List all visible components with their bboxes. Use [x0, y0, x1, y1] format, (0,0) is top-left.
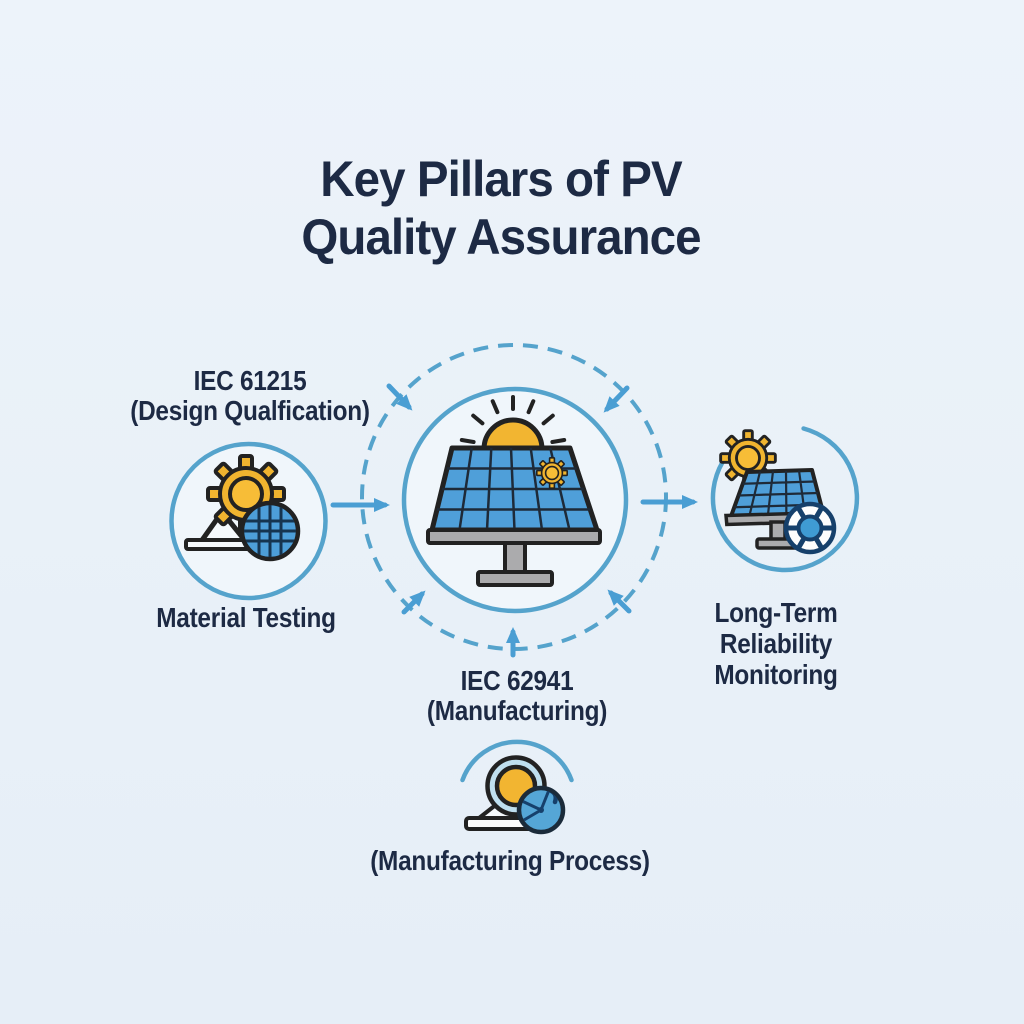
- right-caption-line-1: Long-Term: [714, 597, 838, 628]
- sun-gear-easel-solar-cell-icon: [169, 441, 328, 601]
- bottom-icon-arc: [460, 739, 574, 783]
- arrow-orbit-top-left: [386, 383, 413, 411]
- right-icon-arc: [710, 426, 860, 573]
- left-pillar-caption: Material Testing: [116, 602, 377, 633]
- wheel-icon: [783, 501, 837, 555]
- title-line-2: Quality Assurance: [301, 209, 701, 265]
- bottom-pillar-label: IEC 62941 (Manufacturing): [387, 666, 648, 726]
- left-standard: IEC 61215: [193, 365, 307, 396]
- panel-grid: [437, 447, 591, 531]
- panel-grid: [734, 470, 822, 519]
- arrow-orbit-bottom-right: [607, 589, 632, 614]
- right-caption-line-2: Reliability: [719, 628, 833, 659]
- roller-machine-gauge-icon: [460, 739, 574, 835]
- right-pillar-caption: Long-Term Reliability Monitoring: [646, 597, 907, 690]
- globe-grid: [244, 505, 296, 557]
- gear-icon: [535, 456, 569, 490]
- bottom-scope: (Manufacturing): [426, 695, 608, 726]
- arrow-orbit-top-right: [603, 385, 630, 413]
- sun-gear-solar-panel-monitor-wheel-icon: [710, 426, 860, 573]
- arrow-orbit-bottom-left: [401, 590, 426, 615]
- solar-panel-rising-sun-icon: [426, 395, 602, 587]
- gauge-pivot: [538, 807, 544, 813]
- bottom-pillar-caption: (Manufacturing Process): [353, 845, 666, 876]
- bottom-standard: IEC 62941: [460, 665, 574, 696]
- right-caption-line-3: Monitoring: [714, 659, 838, 690]
- flow-arrows: [330, 383, 698, 658]
- left-pillar-label: IEC 61215 (Design Qualfication): [120, 366, 381, 426]
- sun-rays: [459, 395, 567, 444]
- panel-post: [503, 541, 527, 575]
- title-line-1: Key Pillars of PV: [320, 151, 682, 207]
- panel-base: [476, 570, 554, 587]
- bottom-caption-text: (Manufacturing Process): [370, 845, 650, 876]
- left-scope: (Design Qualfication): [130, 395, 370, 426]
- page-title: Key Pillars of PV Quality Assurance: [264, 150, 739, 266]
- left-caption-text: Material Testing: [156, 602, 336, 633]
